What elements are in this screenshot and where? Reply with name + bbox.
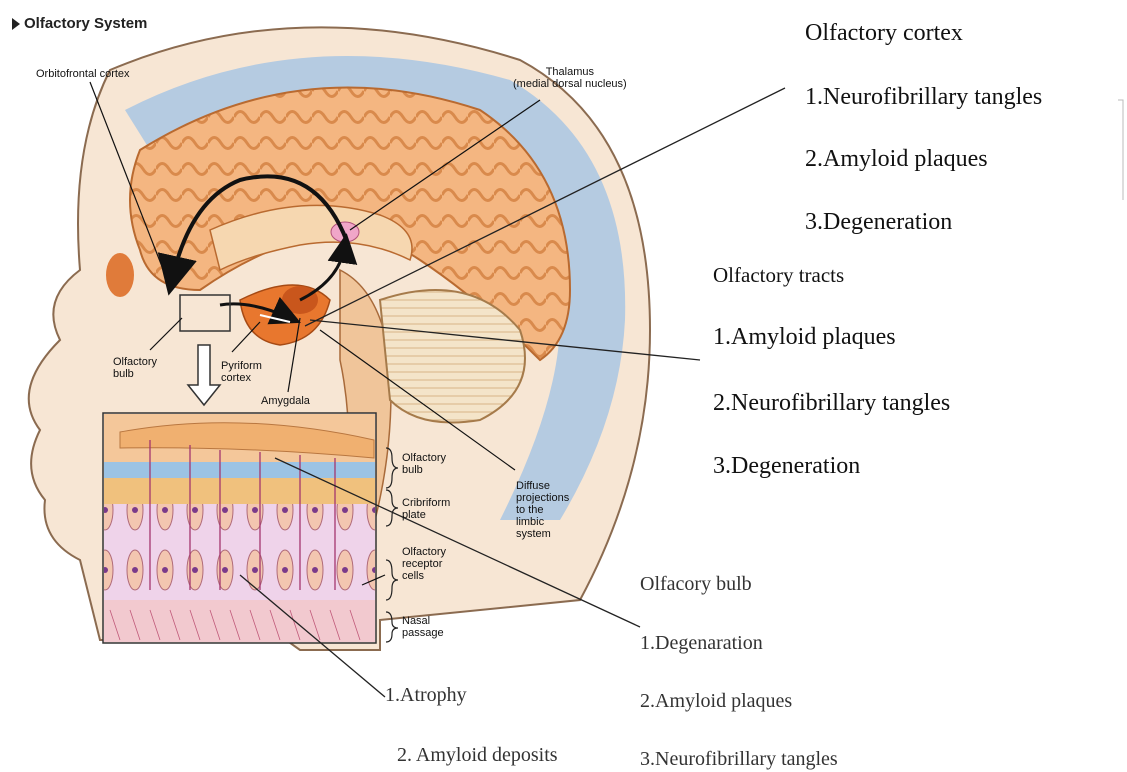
olfactory-bulb-heading: Olfacory bulb [640, 573, 752, 596]
olfactory-cortex-item: 3.Degeneration [805, 209, 952, 236]
label-amygdala: Amygdala [261, 395, 310, 407]
olfactory-bulb-item: 3.Neurofibrillary tangles [640, 748, 838, 771]
olfactory-tracts-item: 2.Neurofibrillary tangles [713, 390, 950, 417]
label-inset-olfactory-bulb: Olfactory bulb [402, 452, 446, 476]
label-nasal-passage: Nasal passage [402, 615, 444, 639]
receptor-cells-item: 1.Atrophy [385, 684, 467, 707]
olfactory-cortex-item: 2.Amyloid plaques [805, 146, 988, 173]
receptor-cells-item: 2. Amyloid deposits [397, 744, 558, 767]
inset-nasal-layer [104, 600, 375, 642]
olfactory-bulb-item: 2.Amyloid plaques [640, 690, 792, 713]
olfactory-tracts-item: 1.Amyloid plaques [713, 324, 896, 351]
eye-orbit [106, 253, 134, 297]
olfactory-cortex-item: 1.Neurofibrillary tangles [805, 84, 1042, 111]
label-diffuse-projections: Diffuse projections to the limbic system [516, 480, 569, 540]
olfactory-tracts-item: 3.Degeneration [713, 453, 860, 480]
label-olfactory-receptor-cells: Olfactory receptor cells [402, 546, 446, 582]
olfactory-bulb-item: 1.Degenaration [640, 632, 763, 655]
olfactory-cortex-heading: Olfactory cortex [805, 20, 963, 47]
label-olfactory-bulb: Olfactory bulb [113, 356, 157, 380]
title-bullet-icon [12, 18, 20, 30]
label-pyriform-cortex: Pyriform cortex [221, 360, 262, 384]
label-orbitofrontal-cortex: Orbitofrontal cortex [36, 68, 130, 80]
edge-bracket [1118, 100, 1123, 200]
figure-title: Olfactory System [24, 15, 147, 32]
label-cribriform-plate: Cribriform plate [402, 497, 450, 521]
olfactory-tracts-heading: Olfactory tracts [713, 263, 844, 288]
label-thalamus: Thalamus (medial dorsal nucleus) [513, 66, 627, 90]
